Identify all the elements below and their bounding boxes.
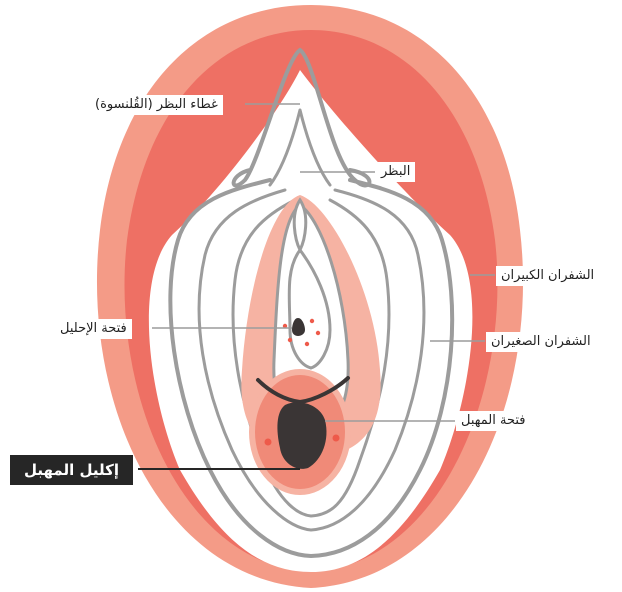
corona-dot bbox=[333, 435, 340, 442]
clitoris-shape bbox=[294, 200, 306, 250]
urethral-dot bbox=[288, 338, 292, 342]
corona-dot bbox=[265, 439, 272, 446]
label-vaginal-opening: فتحة المهبل bbox=[456, 411, 530, 431]
label-urethral-opening: فتحة الإحليل bbox=[55, 319, 132, 339]
label-vaginal-corona: إكليل المهبل bbox=[10, 455, 133, 485]
urethral-dot bbox=[305, 342, 309, 346]
label-labia-majora: الشفران الكبيران bbox=[496, 266, 599, 286]
label-clitoris: البظر bbox=[376, 162, 415, 182]
urethral-dot bbox=[310, 319, 314, 323]
label-labia-minora: الشفران الصغيران bbox=[486, 332, 596, 352]
label-clitoral-hood: غطاء البظر (القُلنسوة) bbox=[90, 95, 223, 115]
urethral-dot bbox=[316, 331, 320, 335]
